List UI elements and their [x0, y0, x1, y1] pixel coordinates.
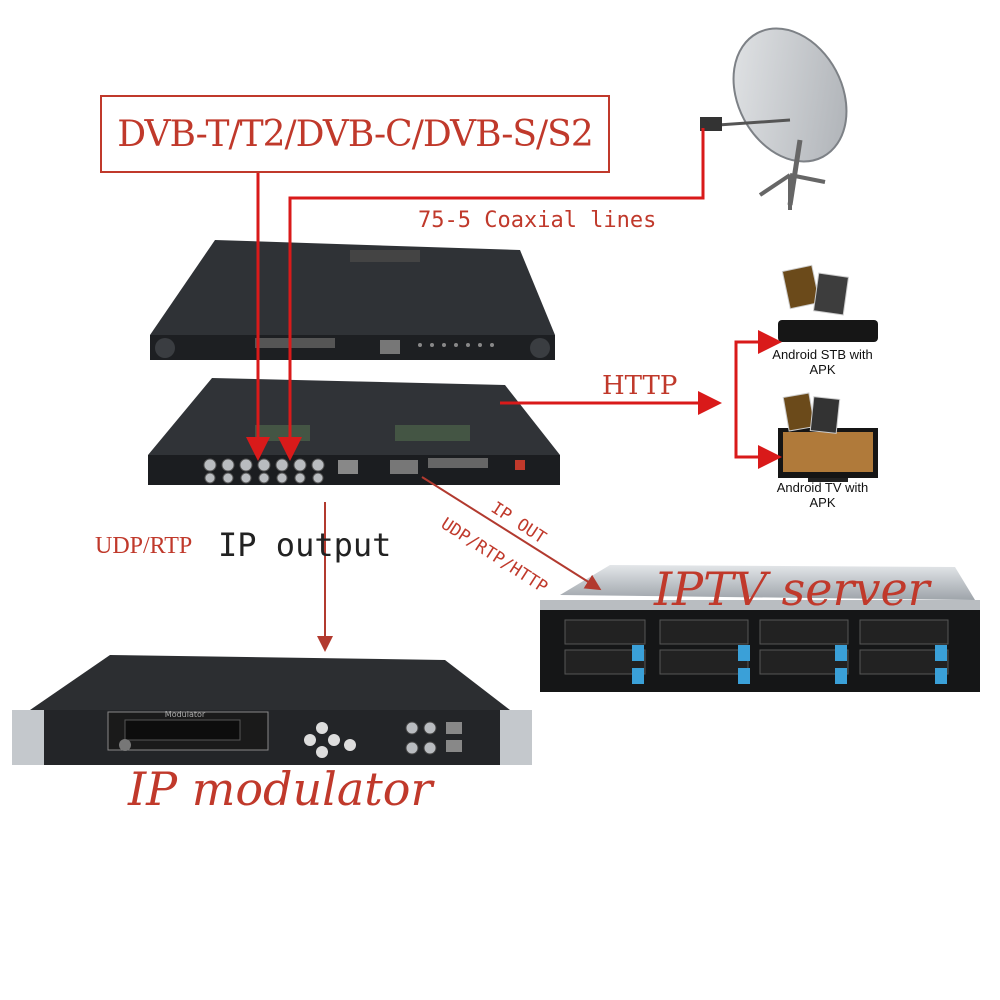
receiver-chassis-lower — [148, 378, 560, 485]
signal-types-box: DVB-T/T2/DVB-C/DVB-S/S2 — [100, 95, 610, 173]
signal-types-title: DVB-T/T2/DVB-C/DVB-S/S2 — [117, 113, 593, 155]
ip-out-arrow — [421, 476, 602, 591]
receiver-chassis-upper — [150, 240, 555, 360]
http-label: HTTP — [602, 371, 678, 401]
udp-rtp-label: UDP/RTP — [95, 533, 193, 559]
iptv-server-chassis — [540, 565, 980, 692]
bnc-connectors — [203, 458, 325, 484]
android-tv-caption: Android TV with APK — [760, 480, 885, 510]
android-stb-icon — [778, 264, 878, 342]
tv-caption-line1: Android TV with — [776, 480, 869, 495]
satellite-dish-icon — [700, 27, 848, 210]
tv-arrow — [734, 403, 782, 469]
ip-modulator-label: IP modulator — [128, 762, 433, 816]
stb-arrow — [734, 330, 782, 403]
android-stb-caption: Android STB with APK — [760, 347, 885, 377]
modulator-screen-label: Modulator — [165, 710, 206, 719]
tv-caption-line2: APK — [809, 495, 836, 510]
stb-caption-line2: APK — [809, 362, 836, 377]
stb-caption-line1: Android STB with — [772, 347, 873, 362]
ip-output-label: IP output — [218, 526, 392, 564]
coax-line-arrow — [278, 128, 705, 461]
ip-modulator-chassis: Modulator — [12, 655, 532, 765]
iptv-server-label: IPTV server — [654, 562, 930, 616]
connection-arrows — [246, 128, 782, 652]
android-tv-icon — [778, 392, 878, 482]
coaxial-lines-label: 75-5 Coaxial lines — [418, 208, 657, 233]
